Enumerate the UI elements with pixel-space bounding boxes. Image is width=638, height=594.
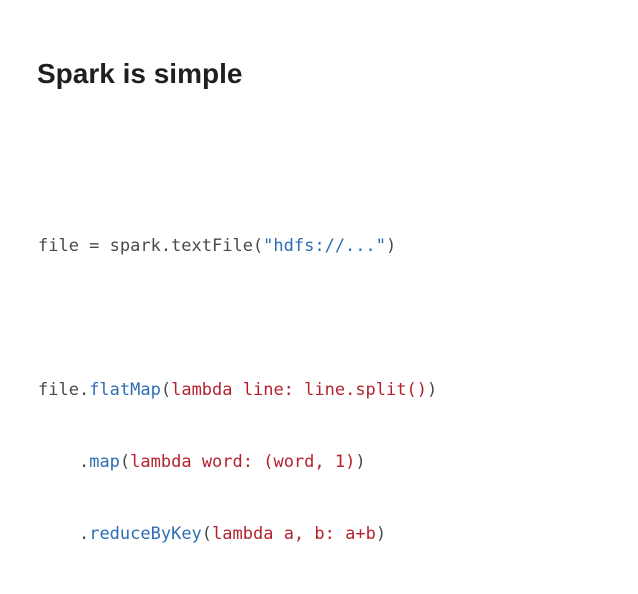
code-line-reducebykey: .reduceByKey(lambda a, b: a+b) [38, 522, 437, 546]
code-token: . [78, 524, 90, 544]
slide: Spark is simple file = spark.textFile("h… [37, 58, 438, 544]
code-string-literal: "hdfs://..." [263, 236, 386, 256]
code-token: ) [355, 452, 366, 472]
code-line-map: .map(lambda word: (word, 1)) [38, 450, 437, 474]
code-method-name: map [89, 452, 120, 472]
code-token: . [78, 452, 90, 472]
code-lambda: lambda a, b: a+b [212, 524, 376, 544]
code-line-textfile: file = spark.textFile("hdfs://...") [38, 234, 437, 258]
code-token: file = spark.textFile( [38, 236, 264, 256]
code-token: ( [160, 380, 172, 400]
code-token: ) [386, 236, 397, 256]
code-lambda: lambda word: (word, 1) [130, 452, 356, 472]
code-indent [38, 524, 79, 544]
code-blank-line [38, 306, 437, 330]
code-token: ( [201, 524, 213, 544]
code-method-name: reduceByKey [89, 524, 202, 544]
code-token: ( [119, 452, 131, 472]
code-block: file = spark.textFile("hdfs://...") file… [38, 186, 437, 594]
code-lambda: lambda line: line.split() [171, 380, 427, 400]
code-method-name: flatMap [89, 380, 161, 400]
code-line-flatmap: file.flatMap(lambda line: line.split()) [38, 378, 437, 402]
code-token: file. [38, 380, 90, 400]
code-token: ) [426, 380, 438, 400]
slide-title: Spark is simple [37, 58, 243, 89]
code-token: ) [375, 524, 387, 544]
code-indent [38, 452, 79, 472]
